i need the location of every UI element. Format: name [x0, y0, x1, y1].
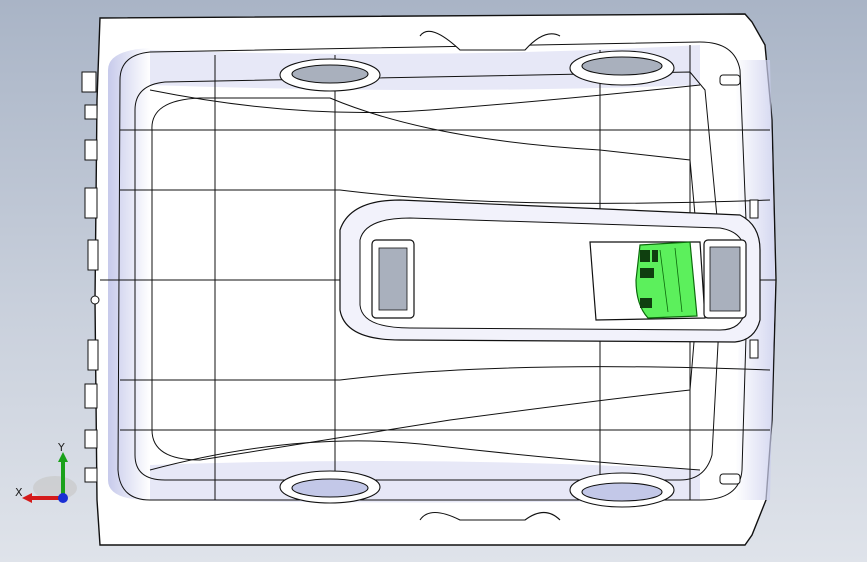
y-axis-label: Y: [58, 441, 65, 454]
left-clip-tabs: [81, 71, 100, 483]
axis-triad: [10, 440, 80, 510]
selected-face-slots: [640, 250, 658, 308]
grab-handle-pockets: [279, 50, 675, 508]
left-rim-shading: [108, 48, 150, 500]
z-axis-dot: [58, 493, 68, 503]
right-fasteners: [719, 74, 759, 485]
bottom-notch: [419, 511, 561, 521]
x-axis-label: X: [15, 486, 23, 499]
top-notch: [419, 30, 561, 51]
